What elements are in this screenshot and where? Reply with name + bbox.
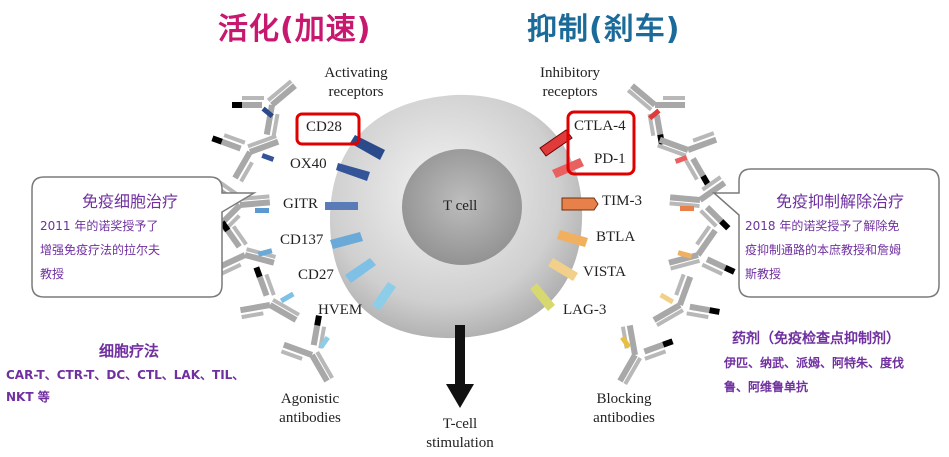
receptor-btla: BTLA [596, 229, 636, 245]
receptor-cd28: CD28 [306, 119, 342, 135]
receptor-pd1: PD-1 [594, 151, 626, 167]
label-line: antibodies [279, 410, 341, 426]
receptor-ctla4: CTLA-4 [574, 118, 626, 134]
cell-therapy-line: NKT 等 [6, 390, 50, 404]
receptor-gitr: GITR [283, 196, 318, 212]
bubble-line: 疫抑制通路的本庶教授和詹姆 [745, 243, 902, 257]
cell-therapy-title: 细胞疗法 [98, 342, 159, 360]
bubble-line: 增强免疫疗法的拉尔夫 [40, 243, 161, 257]
label-line: Agonistic [280, 391, 340, 407]
right-speech-bubble [712, 168, 940, 298]
header-line: receptors [328, 84, 384, 100]
cd28-highlight [295, 112, 361, 146]
ctla4-pd1-highlight [566, 110, 636, 176]
header-line: Activating [324, 65, 388, 81]
receptor-hvem: HVEM [318, 302, 363, 318]
agonistic-antibody-tips [255, 106, 330, 349]
left-speech-bubble [31, 176, 257, 298]
drugs-line: 鲁、阿维鲁单抗 [724, 380, 809, 394]
inhibition-title: 抑制(刹车) [527, 12, 681, 47]
bubble-title: 免疫细胞治疗 [81, 192, 178, 211]
blocking-antibody-tips [620, 108, 694, 349]
label-line: antibodies [593, 410, 655, 426]
t-cell-stimulation-label: T-cell stimulation [412, 415, 508, 453]
agonistic-antibodies-label: Agonistic antibodies [262, 390, 358, 428]
bubble-title: 免疫抑制解除治疗 [775, 192, 904, 211]
right-bubble-content: 免疫抑制解除治疗 2018 年的诺奖授予了解除免 疫抑制通路的本庶教授和詹姆 斯… [745, 188, 935, 286]
cell-therapy-section: 细胞疗法 CAR-T、CTR-T、DC、CTL、LAK、TIL、 NKT 等 [6, 340, 266, 408]
bubble-line: 2018 年的诺奖授予了解除免 [745, 219, 900, 233]
header-line: Inhibitory [540, 65, 600, 81]
activation-title: 活化(加速) [218, 12, 372, 47]
bubble-line: 斯教授 [745, 267, 782, 281]
bubble-line: 2011 年的诺奖授予了 [40, 219, 159, 233]
activating-receptors-header: Activating receptors [308, 64, 404, 102]
receptor-tim3: TIM-3 [602, 193, 642, 209]
receptor-lag3: LAG-3 [563, 302, 607, 318]
receptor-cd27: CD27 [298, 267, 334, 283]
drugs-title: 药剂（免疫检查点抑制剂） [732, 331, 900, 347]
label-line: T-cell [442, 416, 478, 432]
label-line: stimulation [426, 435, 494, 451]
t-cell-label: T cell [443, 198, 478, 214]
header-line: receptors [542, 84, 598, 100]
t-cell-nucleus [402, 149, 522, 265]
receptor-ox40: OX40 [290, 156, 327, 172]
receptor-cd137: CD137 [280, 232, 324, 248]
drugs-section: 药剂（免疫检查点抑制剂） 伊匹、纳武、派姆、阿特朱、度伐 鲁、阿维鲁单抗 [724, 328, 944, 398]
drugs-line: 伊匹、纳武、派姆、阿特朱、度伐 [724, 356, 905, 370]
blocking-antibodies-label: Blocking antibodies [576, 390, 672, 428]
left-bubble-content: 免疫细胞治疗 2011 年的诺奖授予了 增强免疫疗法的拉尔夫 教授 [40, 188, 220, 286]
receptor-vista: VISTA [583, 264, 626, 280]
inhibitory-receptor-shapes [530, 129, 599, 311]
down-arrow-icon [446, 325, 474, 408]
cell-therapy-line: CAR-T、CTR-T、DC、CTL、LAK、TIL、 [6, 368, 245, 382]
inhibitory-receptors-header: Inhibitory receptors [522, 64, 618, 102]
bubble-line: 教授 [40, 267, 65, 281]
label-line: Blocking [596, 391, 652, 407]
